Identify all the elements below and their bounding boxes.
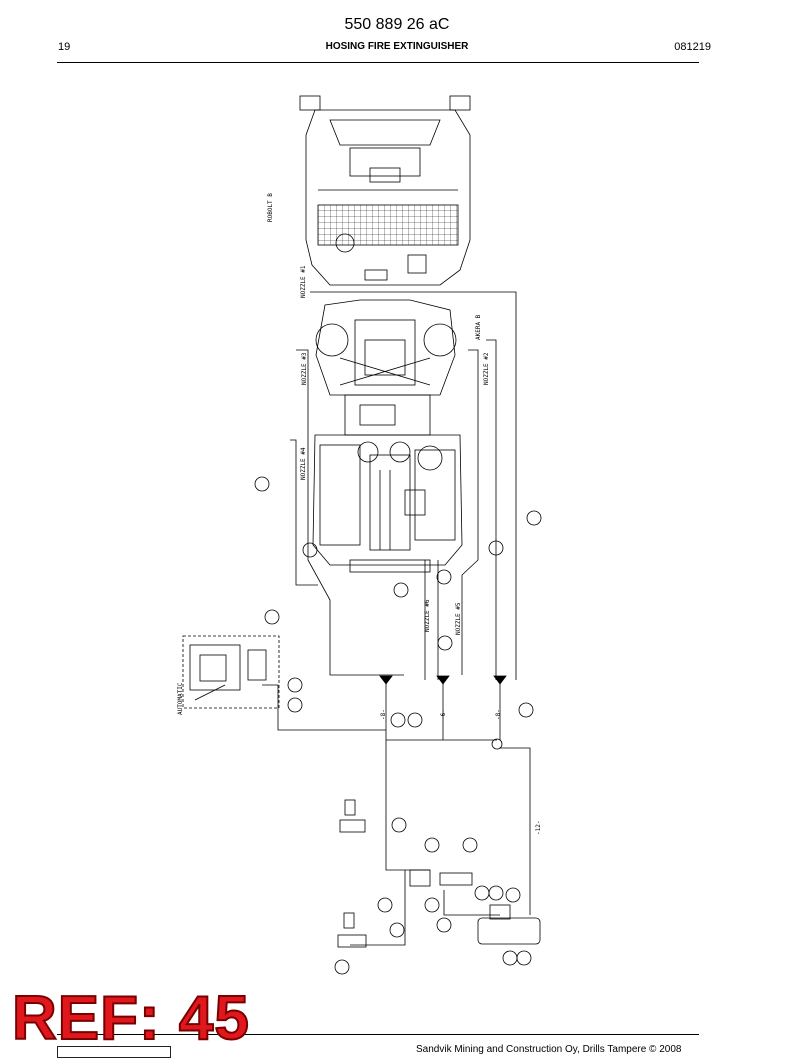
drawing-labels: NOZZLE #1 NOZZLE #2 NOZZLE #3 NOZZLE #4 … xyxy=(177,193,542,835)
svg-text:NOZZLE #1: NOZZLE #1 xyxy=(300,265,307,298)
svg-text:NOZZLE #4: NOZZLE #4 xyxy=(300,447,307,480)
svg-text:NOZZLE #5: NOZZLE #5 xyxy=(455,602,462,635)
svg-text:-8-: -8- xyxy=(495,709,502,720)
svg-text:AUTOMATIC: AUTOMATIC xyxy=(177,682,184,715)
svg-text:-8-: -8- xyxy=(380,709,387,720)
document-date: 081219 xyxy=(674,41,711,53)
nozzle-tees xyxy=(379,675,507,750)
hose-routing xyxy=(262,291,531,946)
ref-stamp: REF: 45 xyxy=(11,984,250,1053)
footer-rule xyxy=(57,1034,699,1035)
page-number: 19 xyxy=(58,41,71,53)
page-title: HOSING FIRE EXTINGUISHER xyxy=(325,41,469,52)
machine-rear-section xyxy=(299,95,471,286)
svg-text:NOZZLE #3: NOZZLE #3 xyxy=(301,352,308,385)
document-number: 550 889 26 aC xyxy=(344,16,450,33)
sandvik-logo xyxy=(57,1046,171,1058)
extinguisher-cylinders xyxy=(337,799,541,948)
automatic-panel xyxy=(182,635,280,709)
svg-text:NOZZLE #6: NOZZLE #6 xyxy=(424,599,431,632)
svg-text:-12-: -12- xyxy=(535,821,542,835)
machine-mid-section xyxy=(315,299,457,436)
header-rule xyxy=(57,62,699,63)
svg-text:NOZZLE #2: NOZZLE #2 xyxy=(483,352,490,385)
svg-text:-6-: -6- xyxy=(440,709,447,720)
svg-text:AKERA B: AKERA B xyxy=(475,314,482,340)
svg-text:ROBOLT B: ROBOLT B xyxy=(267,193,274,222)
footer-copyright: Sandvik Mining and Construction Oy, Dril… xyxy=(416,1044,682,1055)
machine-front-section xyxy=(312,434,463,573)
balloons xyxy=(254,476,542,975)
